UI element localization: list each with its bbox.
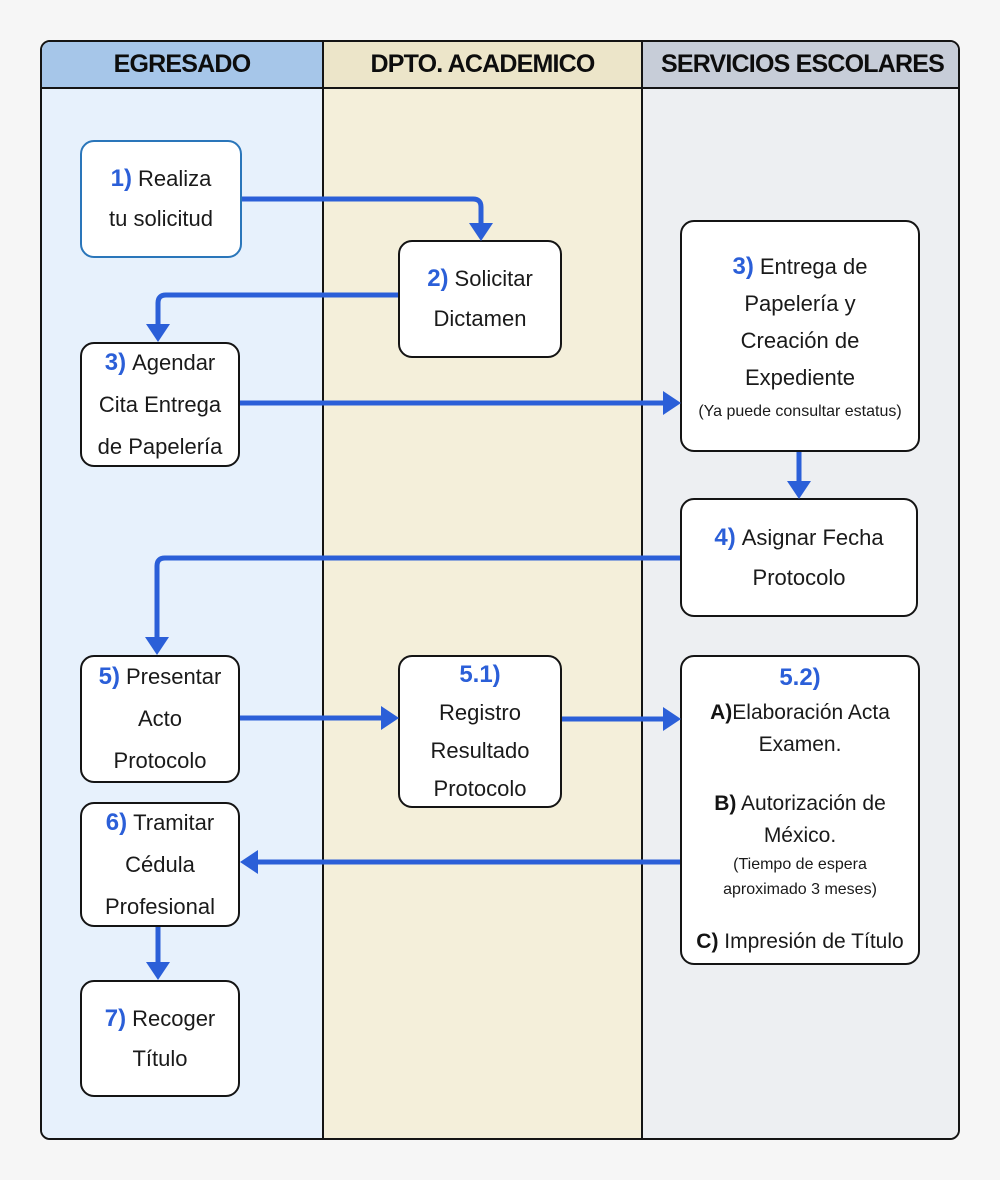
lane-header-servicios-escolares: SERVICIOS ESCOLARES — [643, 42, 958, 89]
node-5-presentar-acto: 5)Presentar Acto Protocolo — [80, 655, 240, 783]
step-number-4: 4) — [714, 523, 736, 551]
node-4-asignar-fecha: 4)Asignar Fecha Protocolo — [680, 498, 918, 617]
step-number-5-2: 5.2) — [779, 664, 821, 691]
wait-time-note: (Tiempo de espera aproximado 3 meses) — [723, 856, 877, 898]
node-6-tramitar-cedula: 6)Tramitar Cédula Profesional — [80, 802, 240, 927]
node-3-entrega-papeleria: 3)Entrega de Papelería y Creación de Exp… — [680, 220, 920, 452]
node-7-recoger-titulo: 7)Recoger Título — [80, 980, 240, 1097]
lane-header-dpto-academico: DPTO. ACADEMICO — [324, 42, 641, 89]
node-5-1-registro-resultado: 5.1) Registro Resultado Protocolo — [398, 655, 562, 808]
step-number-2: 2) — [427, 265, 449, 292]
step-number-1: 1) — [110, 165, 132, 192]
status-note: (Ya puede consultar estatus) — [698, 403, 902, 420]
node-3-agendar-cita: 3)Agendar Cita Entrega de Papelería — [80, 342, 240, 467]
lane-dpto-academico: DPTO. ACADEMICO — [322, 42, 641, 1138]
step-number-6: 6) — [105, 808, 128, 836]
lane-servicios-escolares-label: SERVICIOS ESCOLARES — [660, 50, 945, 78]
node-5-2-tramites-finales: 5.2) A)Elaboración Acta Examen. B) Autor… — [680, 655, 920, 965]
step-number-7: 7) — [104, 1004, 127, 1032]
node-1-realiza-solicitud: 1)Realiza tu solicitud — [80, 140, 242, 258]
lane-dpto-academico-label: DPTO. ACADEMICO — [370, 50, 595, 78]
step-number-3s: 3) — [732, 253, 754, 280]
step-number-5-1: 5.1) — [459, 660, 501, 688]
item-a-elaboracion-acta: A)Elaboración Acta Examen. — [710, 701, 890, 756]
step-number-3: 3) — [104, 348, 127, 376]
item-c-impresion-titulo: C) Impresión de Título — [696, 930, 904, 953]
step-number-5: 5) — [98, 663, 120, 690]
item-b-autorizacion-mexico: B) Autorización de México. (Tiempo de es… — [714, 788, 886, 902]
node-2-solicitar-dictamen: 2)Solicitar Dictamen — [398, 240, 562, 358]
lane-header-egresado: EGRESADO — [42, 42, 322, 89]
lane-egresado-label: EGRESADO — [113, 50, 251, 78]
